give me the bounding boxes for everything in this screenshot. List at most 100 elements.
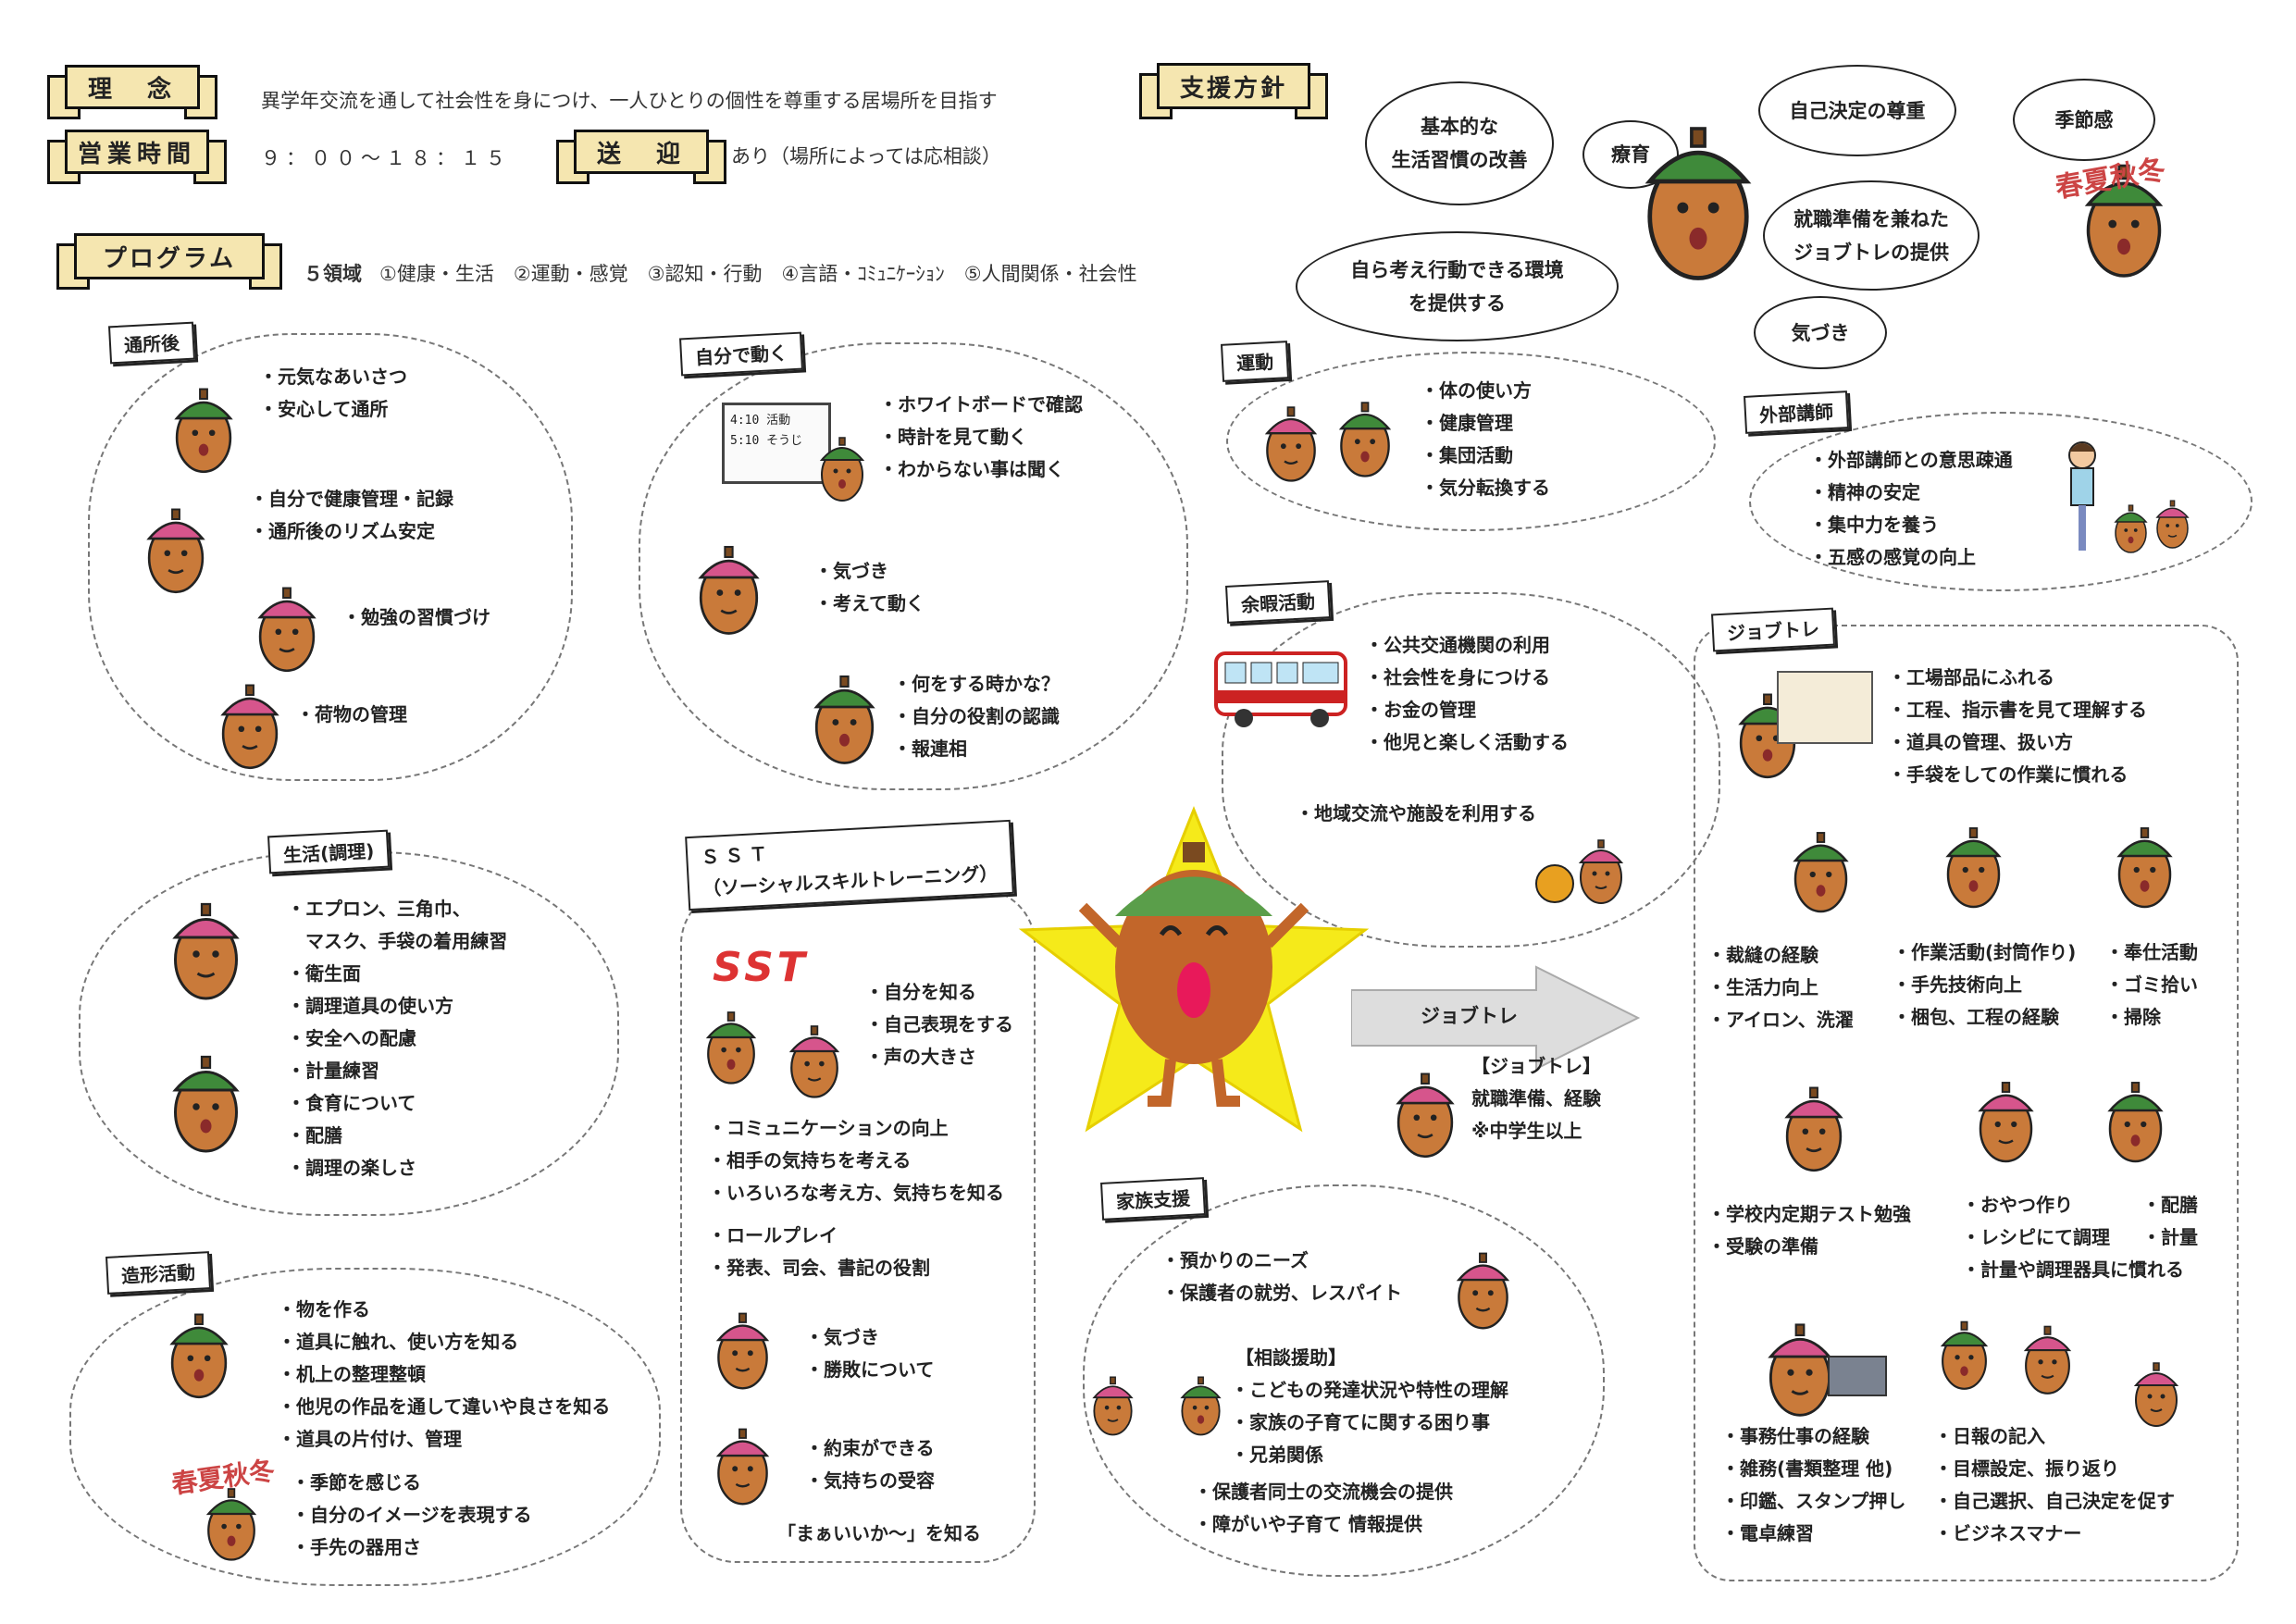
policy-bubble-ryoiku: 療育 — [1582, 120, 1679, 189]
jibun-title: 自分で動く — [679, 331, 803, 377]
hours-text: ９：００〜１８：１５ — [261, 147, 511, 169]
bowling-nut-icon — [1580, 839, 1622, 904]
laptop-icon — [1828, 1356, 1887, 1396]
jobtore-list-8: 事務仕事の経験雑務(書類整理 他)印鑑、スタンプ押し電卓練習 — [1721, 1420, 1905, 1550]
jibun-list-1: ホワイトボードで確認時計を見て動くわからない事は聞く — [879, 389, 1083, 486]
business-nut-icon — [2135, 1362, 2178, 1427]
gaibu-panel — [1749, 412, 2253, 591]
serving-job-nut-icon — [2108, 1081, 2163, 1163]
tsusho-title: 通所後 — [107, 321, 196, 365]
zokei-title: 造形活動 — [105, 1251, 211, 1295]
parts-tray — [1777, 671, 1873, 744]
tsusho-panel — [88, 333, 573, 781]
hours-label: 営業時間 — [47, 130, 227, 184]
whiteboard-line-1: 4:10 活動 — [730, 414, 791, 428]
sst-list-5: 約束ができる気持ちの受容 — [805, 1432, 935, 1497]
zokei-panel — [69, 1268, 661, 1586]
yoka-title: 余暇活動 — [1225, 580, 1331, 624]
whiteboard-nut-icon — [821, 437, 863, 502]
jobtore-list-5: 学校内定期テスト勉強受験の準備 — [1707, 1198, 1911, 1263]
yoka-extra: 地域交流や施設を利用する — [1296, 798, 1536, 830]
transport-text: あり（場所によっては応相談） — [731, 145, 1001, 167]
kazoku-consult-title: 【相談援助】 — [1235, 1346, 1347, 1369]
sst-maaiika: 「まぁいいか〜」を知る — [777, 1522, 981, 1544]
jibun-panel — [639, 342, 1188, 790]
tsusho-list-1: 元気なあいさつ安心して通所 — [259, 361, 407, 426]
report-nut-icon-2 — [2025, 1325, 2070, 1395]
bus-icon — [1214, 651, 1347, 727]
star-mascot-icon — [1018, 805, 1370, 1133]
kazoku-panel — [1083, 1184, 1605, 1577]
notice-nut-icon — [699, 545, 759, 635]
kazoku-title: 家族支援 — [1100, 1177, 1206, 1221]
greeting-nut-icon — [175, 388, 232, 474]
zokei-list-2: 季節を感じる自分のイメージを表現する手先の器用さ — [292, 1467, 532, 1564]
seikatsu-title: 生活(調理) — [267, 829, 391, 874]
jobtore-list-4: 奉仕活動ゴミ拾い掃除 — [2105, 936, 2198, 1034]
thinking-small-nut-icon — [814, 675, 875, 764]
kazoku-list-3: 保護者同士の交流機会の提供障がいや子育て 情報提供 — [1194, 1476, 1453, 1541]
craft-nut-icon — [170, 1313, 228, 1399]
policy-bubble-habits: 基本的な 生活習慣の改善 — [1365, 81, 1554, 205]
season-craft-nut-icon — [207, 1487, 255, 1561]
cooking-nut-icon — [174, 902, 238, 1000]
instructor-yoga-icon — [2068, 441, 2096, 551]
jobtore-list-1: 工場部品にふれる工程、指示書を見て理解する道具の管理、扱い方手袋をしての作業に慣… — [1888, 662, 2147, 791]
sst-nut-icon-2 — [790, 1024, 838, 1098]
jobtore-list-7: 配膳計量 — [2142, 1189, 2198, 1254]
arrow-note-1: 【ジョブトレ】 — [1471, 1055, 1601, 1077]
seikatsu-list: エプロン、三角巾、 マスク、手袋の着用練習 衛生面調理道具の使い方 安全への配慮… — [287, 893, 507, 1184]
sst-wink-nut-icon — [717, 1428, 768, 1506]
jibun-list-3: 何をする時かな？自分の役割の認識報連相 — [893, 668, 1060, 765]
bowling-ball-icon — [1535, 864, 1574, 903]
policy-bubble-kizuki: 気づき — [1754, 296, 1887, 369]
sst-notice-nut-icon — [717, 1312, 768, 1390]
gaibu-title: 外部講師 — [1744, 391, 1849, 434]
whiteboard-line-2: 5:10 そうじ — [730, 434, 803, 448]
jobtore-title: ジョブトレ — [1711, 607, 1835, 652]
report-nut-icon-1 — [1942, 1320, 1987, 1390]
zokei-list-1: 物を作る道具に触れ、使い方を知る机上の整理整頓他児の作品を通して違いや良さを知る… — [278, 1294, 610, 1456]
kazoku-list-1: 預かりのニーズ保護者の就労、レスパイト — [1161, 1245, 1402, 1309]
arrow-note-2: 就職準備、経験 — [1471, 1087, 1601, 1110]
policy-bubble-environment: 自ら考え行動できる環境 を提供する — [1296, 231, 1619, 341]
rinen-text: 異学年交流を通して社会性を身につけ、一人ひとりの個性を尊重する居場所を目指す — [261, 90, 998, 112]
program-domains: ①健康・生活 ②運動・感覚 ③認知・行動 ④言語・ｺﾐｭﾆｹｰｼｮﾝ ⑤人間関係… — [379, 263, 1137, 285]
envelope-nut-icon — [1946, 826, 2001, 909]
arrow-label: ジョブトレ — [1421, 1005, 1518, 1027]
jobtore-thinking-nut-icon — [1396, 1072, 1454, 1159]
tsusho-list-4: 荷物の管理 — [296, 699, 407, 731]
program-label: プログラム — [56, 233, 282, 290]
sst-list-3: ロールプレイ発表、司会、書記の役割 — [708, 1220, 930, 1284]
undo-panel — [1226, 352, 1716, 531]
yoka-panel — [1222, 592, 1720, 948]
program-domains-title: ５領域 — [304, 263, 362, 285]
sst-list-1: 自分を知る自己表現をする声の大きさ — [865, 976, 1013, 1073]
serving-nut-icon — [174, 1055, 238, 1153]
jobtore-panel — [1694, 625, 2239, 1581]
exam-nut-icon — [1785, 1086, 1843, 1172]
snack-nut-icon — [1979, 1081, 2033, 1163]
gaibu-list: 外部講師との意思疎通精神の安定集中力を養う五感の感覚の向上 — [1809, 444, 2013, 574]
policy-bubble-jobtore: 就職準備を兼ねた ジョブトレの提供 — [1763, 180, 1980, 291]
sst-nut-icon-1 — [707, 1010, 755, 1085]
policy-bubble-season: 季節感 — [2013, 79, 2155, 161]
thinking-nut-character — [1629, 111, 1768, 287]
arrow-note: 【ジョブトレ】 就職準備、経験 ※中学生以上 — [1471, 1050, 1601, 1147]
jibun-list-2: 気づき考えて動く — [814, 555, 925, 620]
rinen-label: 理 念 — [47, 65, 217, 119]
jobtore-list-9: 日報の記入目標設定、振り返り自己選択、自己決定を促すビジネスマナー — [1934, 1420, 2175, 1550]
exercise-nut-icon-1 — [1266, 405, 1316, 482]
exercise-nut-icon-2 — [1340, 401, 1390, 477]
yoga-nut-icon-1 — [2115, 504, 2147, 553]
health-nut-icon — [147, 508, 205, 594]
tsusho-list-3: 勉強の習慣づけ — [342, 601, 490, 634]
luggage-nut-icon — [221, 684, 279, 770]
consult-nut-icon-1 — [1093, 1376, 1133, 1436]
jobtore-arrow — [1351, 965, 1641, 1071]
kazoku-list-2: こどもの発達状況や特性の理解家族の子育てに関する困り事兄弟関係 — [1231, 1374, 1508, 1471]
consult-nut-icon-2 — [1181, 1376, 1221, 1436]
sst-list-4: 気づき勝敗について — [805, 1321, 934, 1386]
sst-logo: SST — [713, 944, 809, 991]
arrow-note-3: ※中学生以上 — [1471, 1120, 1582, 1142]
